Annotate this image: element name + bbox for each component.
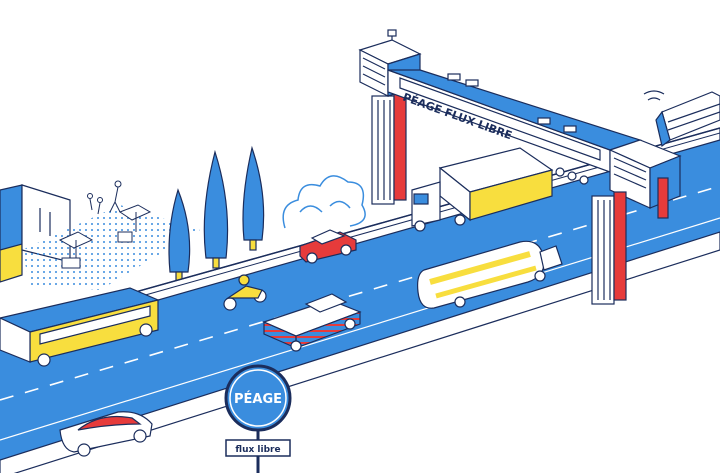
sign-title: PÉAGE [234,391,282,407]
yellow-motorbike [223,274,267,311]
toll-sign [224,364,292,473]
train [643,90,720,148]
sign-subtitle: flux libre [235,445,280,455]
yellow-truck [411,147,554,232]
red-car [299,229,357,264]
cafe-terrace [58,180,152,269]
dotted-plaza [22,205,200,290]
toll-gantry [358,29,682,305]
red-pickup-truck [262,293,362,352]
shrub [282,175,366,229]
cypress-trees [168,145,265,283]
tanker-truck [417,240,563,309]
red-car-front [59,411,153,457]
yellow-bus [0,287,160,367]
